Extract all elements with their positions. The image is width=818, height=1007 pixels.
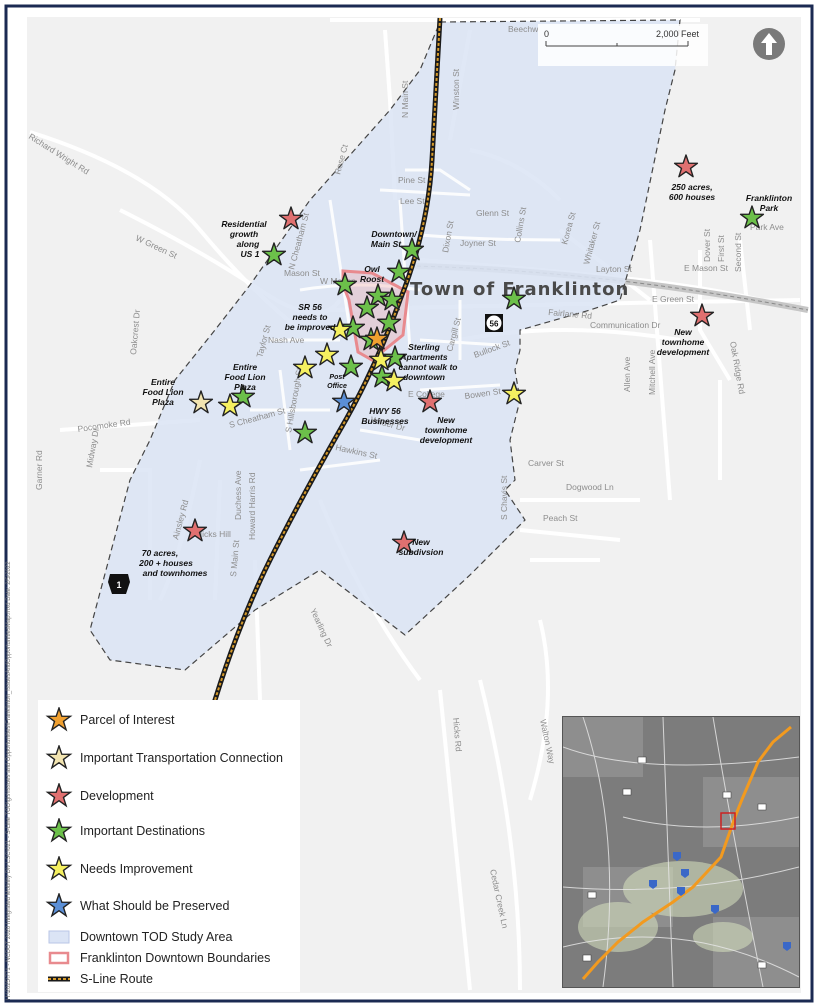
- street-label: Duchess Ave: [233, 470, 243, 520]
- legend-item: Parcel of Interest: [44, 707, 175, 732]
- legend-item: Downtown TOD Study Area: [44, 925, 232, 949]
- street-label: Communication Dr: [590, 320, 661, 330]
- green-star-icon: [44, 818, 74, 843]
- legend-item: S-Line Route: [44, 967, 153, 991]
- legend-item: Important Destinations: [44, 818, 206, 843]
- street-label: Peach St: [543, 513, 578, 523]
- street-label: E College: [408, 389, 445, 399]
- legend-label: Franklinton Downtown Boundaries: [80, 951, 271, 965]
- legend-label: Needs Improvement: [80, 862, 193, 876]
- us-route-shield: 1: [108, 574, 130, 594]
- state-route-shield: 56: [485, 314, 503, 332]
- file-path-text: H:\2025\771 - NCDOT 2020 Integrated Mobi…: [6, 561, 12, 1000]
- yellow-star-icon: [44, 856, 74, 881]
- scale-zero: 0: [544, 29, 549, 39]
- legend-label: Important Destinations: [80, 824, 206, 838]
- street-label: Fairlane Rd: [548, 307, 593, 321]
- street-label: Howard Harris Rd: [247, 472, 257, 540]
- north-arrow-icon: [752, 27, 786, 61]
- street-label: Dover St: [702, 228, 712, 262]
- scale-distance: 2,000 Feet: [656, 29, 700, 39]
- blue-star-icon: [44, 893, 74, 918]
- street-label: Glenn St: [476, 208, 510, 218]
- street-label: Lee St: [400, 196, 425, 206]
- annotation-downtown: Downtown/Main St: [371, 229, 418, 249]
- study-area-swatch-icon: [44, 925, 74, 949]
- legend-item: Development: [44, 783, 154, 808]
- beige-star-icon: [44, 745, 74, 770]
- town-title: Town of Franklinton: [410, 279, 629, 300]
- inset-s-line: [581, 725, 792, 980]
- state-route-number: 56: [490, 320, 499, 329]
- street-label: Oakcrest Dr: [128, 309, 142, 355]
- street-label: Mason St: [284, 268, 321, 278]
- orange-star-icon: [44, 707, 74, 732]
- street-label: Hicks Rd: [451, 717, 464, 752]
- rail-line-swatch-icon: [44, 967, 74, 991]
- inset-study-area-box: [720, 812, 736, 830]
- legend-label: Important Transportation Connection: [80, 751, 283, 765]
- street-label: Winston St: [451, 68, 461, 110]
- annotation-250-acres: 250 acres,600 houses: [669, 182, 716, 202]
- street-label: Allen Ave: [622, 356, 632, 392]
- street-label: Hicks Hill: [196, 529, 231, 539]
- legend-label: What Should be Preserved: [80, 899, 230, 913]
- street-label: S Chavis St: [499, 475, 509, 520]
- street-label: Mitchell Ave: [647, 350, 657, 395]
- legend-label: Downtown TOD Study Area: [80, 930, 233, 944]
- legend: Parcel of Interest Important Transportat…: [38, 700, 300, 992]
- street-label: Nash Ave: [268, 335, 305, 345]
- street-label: Dogwood Ln: [566, 482, 614, 492]
- street-label: Beechw: [508, 24, 539, 34]
- street-label: N Main St: [400, 80, 410, 118]
- legend-item: Franklinton Downtown Boundaries: [44, 946, 270, 970]
- street-label: Second St: [733, 232, 743, 272]
- street-label: Park Ave: [750, 222, 784, 232]
- boundary-swatch-icon: [44, 946, 74, 970]
- scale-bar: 0 2,000 Feet: [538, 24, 708, 66]
- street-label: S Main St: [228, 539, 241, 577]
- us-route-number: 1: [116, 580, 121, 590]
- inset-locator-map: [562, 716, 800, 988]
- legend-label: Development: [80, 789, 154, 803]
- street-label: Garner Rd: [34, 450, 44, 490]
- street-label: Joyner St: [460, 238, 497, 248]
- street-label: Carver St: [528, 458, 565, 468]
- street-label: Layton St: [596, 264, 633, 274]
- legend-label: Parcel of Interest: [80, 713, 175, 727]
- legend-item: What Should be Preserved: [44, 893, 230, 918]
- street-label: First St: [716, 234, 726, 262]
- street-label: E Mason St: [684, 263, 729, 273]
- street-label: E Green St: [652, 294, 695, 304]
- legend-item: Needs Improvement: [44, 856, 193, 881]
- legend-item: Important Transportation Connection: [44, 745, 283, 770]
- legend-label: S-Line Route: [80, 972, 153, 986]
- street-label: Pine St: [398, 175, 426, 185]
- red-star-icon: [44, 783, 74, 808]
